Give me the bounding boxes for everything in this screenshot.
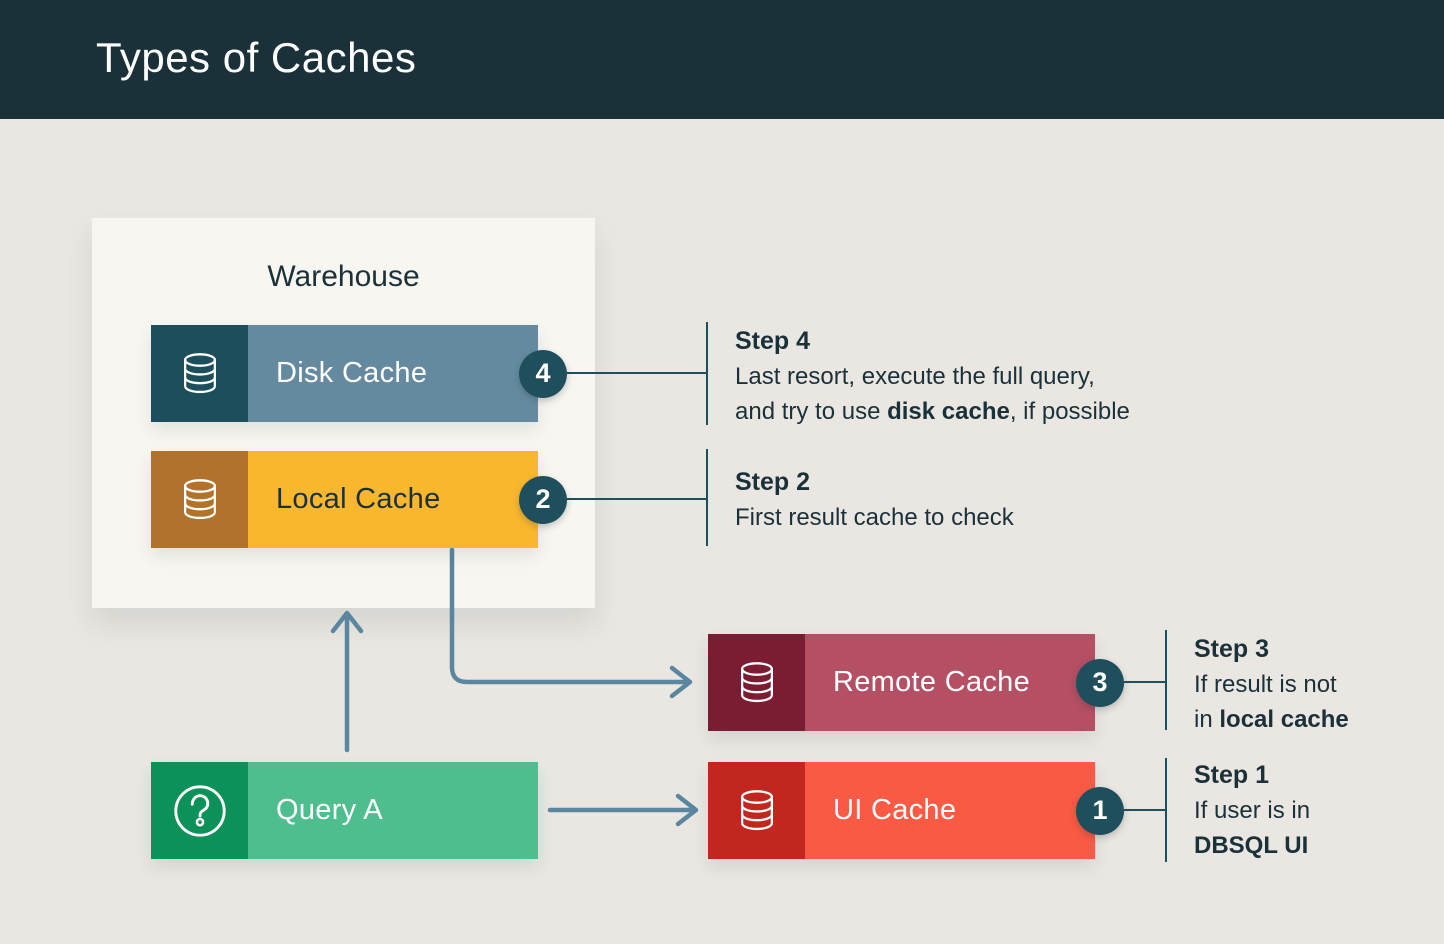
database-icon bbox=[183, 352, 216, 393]
node-ui-cache: UI Cache 1 bbox=[708, 762, 1124, 859]
step-text: Last resort, execute the full query, bbox=[735, 363, 1095, 390]
step-title: Step 3 bbox=[1194, 635, 1270, 663]
step-2-annotation: Step 2 First result cache to check bbox=[735, 465, 1014, 535]
step-text: and try to use disk cache, if possible bbox=[735, 398, 1130, 425]
node-label: Remote Cache bbox=[833, 666, 1031, 698]
step-text: in local cache bbox=[1194, 706, 1349, 733]
arrowhead-right-ui-icon bbox=[675, 793, 699, 827]
page-title: Types of Caches bbox=[96, 33, 417, 81]
step-badge-4: 4 bbox=[519, 349, 567, 398]
step-1-annotation: Step 1 If user is in DBSQL UI bbox=[1194, 758, 1310, 863]
step-title: Step 4 bbox=[735, 327, 811, 355]
database-icon bbox=[740, 661, 773, 702]
step-title: Step 1 bbox=[1194, 761, 1270, 789]
database-icon bbox=[183, 478, 216, 519]
node-label: Local Cache bbox=[276, 483, 441, 515]
step-badge-1: 1 bbox=[1076, 786, 1124, 835]
question-icon bbox=[173, 784, 226, 837]
arrowhead-up-icon bbox=[330, 610, 364, 634]
node-local-cache: Local Cache 2 bbox=[151, 451, 567, 548]
step-text: If user is in bbox=[1194, 797, 1311, 824]
step-badge-3: 3 bbox=[1076, 658, 1124, 707]
warehouse-label: Warehouse bbox=[267, 260, 420, 293]
node-label: UI Cache bbox=[833, 794, 957, 826]
step-text: First result cache to check bbox=[735, 504, 1014, 531]
arrowhead-right-remote-icon bbox=[669, 665, 693, 699]
node-remote-cache: Remote Cache 3 bbox=[708, 634, 1124, 731]
node-query-a: Query A bbox=[151, 762, 538, 859]
header: Types of Caches bbox=[0, 0, 1444, 119]
step-title: Step 2 bbox=[735, 468, 811, 496]
step-4-annotation: Step 4 Last resort, execute the full que… bbox=[735, 324, 1130, 429]
database-icon bbox=[740, 789, 773, 830]
node-label: Query A bbox=[276, 794, 383, 826]
node-disk-cache: Disk Cache 4 bbox=[151, 325, 567, 422]
step-badge-2: 2 bbox=[519, 475, 567, 524]
step-3-annotation: Step 3 If result is not in local cache bbox=[1194, 632, 1349, 737]
node-label: Disk Cache bbox=[276, 357, 428, 389]
step-text: DBSQL UI bbox=[1194, 832, 1309, 859]
step-text: If result is not bbox=[1194, 671, 1337, 698]
